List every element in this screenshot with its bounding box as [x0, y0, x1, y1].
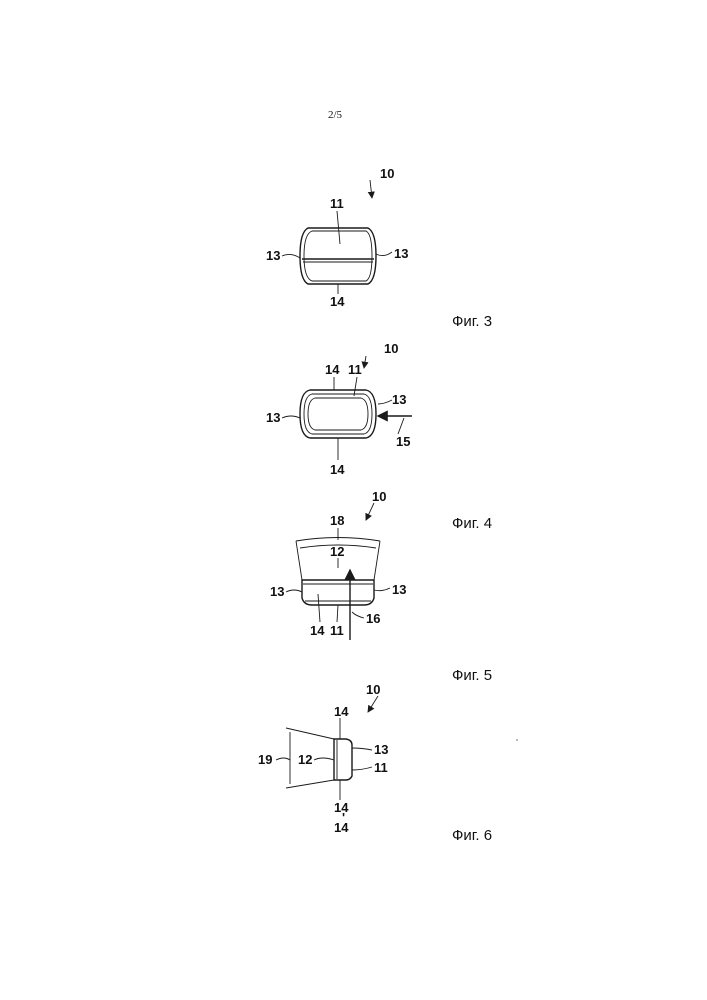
fig4-label-center-face: 11: [348, 362, 362, 377]
fig6-label-assembly: 10: [366, 682, 380, 697]
fig6-label-bottom-prime: 14: [334, 820, 349, 835]
fig5-label-width: 18: [330, 513, 344, 528]
fig3-label-bottom-face: 14: [330, 294, 345, 309]
scan-speck: [516, 739, 518, 741]
figure-3-caption: Фиг. 3: [452, 313, 492, 330]
fig5-label-bottom-left: 14: [310, 623, 325, 638]
figure-6: 10 14 19 12 13 11 14 ' 14 Фиг. 6: [258, 682, 492, 844]
fig3-label-left-side: 13: [266, 248, 280, 263]
fig5-label-body: 12: [330, 544, 344, 559]
fig6-label-face: 11: [374, 760, 388, 775]
figure-6-caption: Фиг. 6: [452, 827, 492, 844]
figure-4-drawing: [300, 390, 376, 438]
fig6-label-height: 19: [258, 752, 272, 767]
figure-3: 10 11 13 13 14 Фиг. 3: [266, 166, 492, 330]
fig4-label-bottom-edge: 14: [330, 462, 345, 477]
fig4-label-left-side: 13: [266, 410, 280, 425]
fig6-label-side: 13: [374, 742, 388, 757]
fig6-label-top: 14: [334, 704, 349, 719]
fig5-label-bottom-center: 11: [330, 623, 344, 638]
fig5-label-left-side: 13: [270, 584, 284, 599]
fig5-label-arrow: 16: [366, 611, 380, 626]
page-number: 2/5: [328, 109, 343, 121]
figure-5-caption: Фиг. 5: [452, 667, 492, 684]
fig3-label-right-side: 13: [394, 246, 408, 261]
fig5-label-assembly: 10: [372, 489, 386, 504]
fig6-label-body: 12: [298, 752, 312, 767]
fig3-label-top-face: 11: [330, 196, 344, 211]
fig4-label-top-edge: 14: [325, 362, 340, 377]
figure-4-caption: Фиг. 4: [452, 515, 492, 532]
figure-3-drawing: [300, 228, 376, 284]
fig4-label-right-side: 13: [392, 392, 406, 407]
fig4-label-arrow: 15: [396, 434, 410, 449]
fig3-label-assembly: 10: [380, 166, 394, 181]
fig5-label-right-side: 13: [392, 582, 406, 597]
fig4-label-assembly: 10: [384, 341, 398, 356]
